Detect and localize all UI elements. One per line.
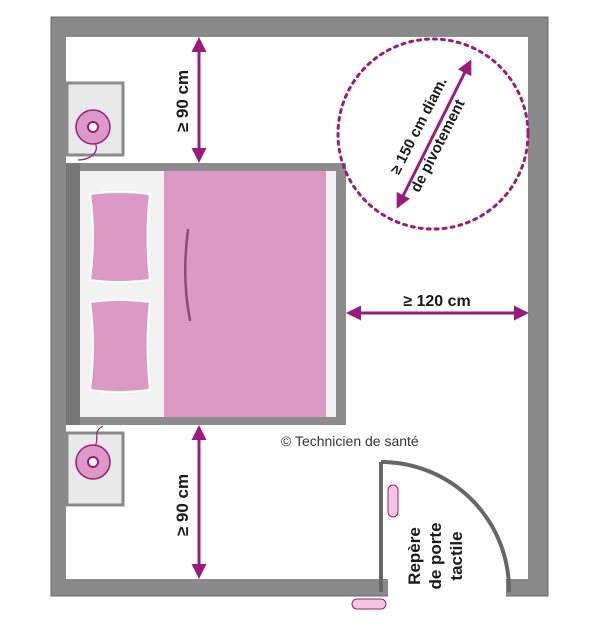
side-clearance-label: ≥ 120 cm — [403, 293, 471, 310]
measurements — [191, 37, 530, 579]
top-clearance-label: ≥ 90 cm — [173, 70, 192, 132]
bottom-clearance-label: ≥ 90 cm — [173, 474, 192, 536]
door-label: Repère de porte tactile — [405, 522, 466, 589]
nightstand-top — [65, 81, 125, 161]
door-label-line1: Repère — [405, 527, 424, 585]
lamp-cord-bottom — [94, 425, 104, 447]
door-swing-arc — [380, 460, 512, 593]
door: Repère de porte tactile — [351, 460, 512, 610]
lamp-cord-top — [77, 142, 97, 161]
bed — [66, 163, 346, 425]
nightstand-bottom — [65, 425, 125, 507]
copyright-label: © Technicien de santé — [281, 433, 419, 449]
pillow-top — [88, 191, 152, 283]
tactile-marker-floor — [351, 598, 387, 610]
turning-circle — [336, 37, 530, 231]
lamp-center-top — [87, 121, 99, 133]
lamp-center-bottom — [87, 456, 99, 468]
duvet-fold — [183, 228, 192, 322]
door-opening — [388, 576, 506, 598]
tactile-marker-door — [387, 484, 399, 518]
pillow-bottom — [88, 299, 152, 393]
headboard — [66, 163, 80, 425]
door-label-line2: de porte — [426, 522, 445, 589]
duvet — [164, 171, 326, 417]
turning-diameter-arrow — [396, 59, 472, 209]
door-label-line3: tactile — [447, 531, 466, 580]
